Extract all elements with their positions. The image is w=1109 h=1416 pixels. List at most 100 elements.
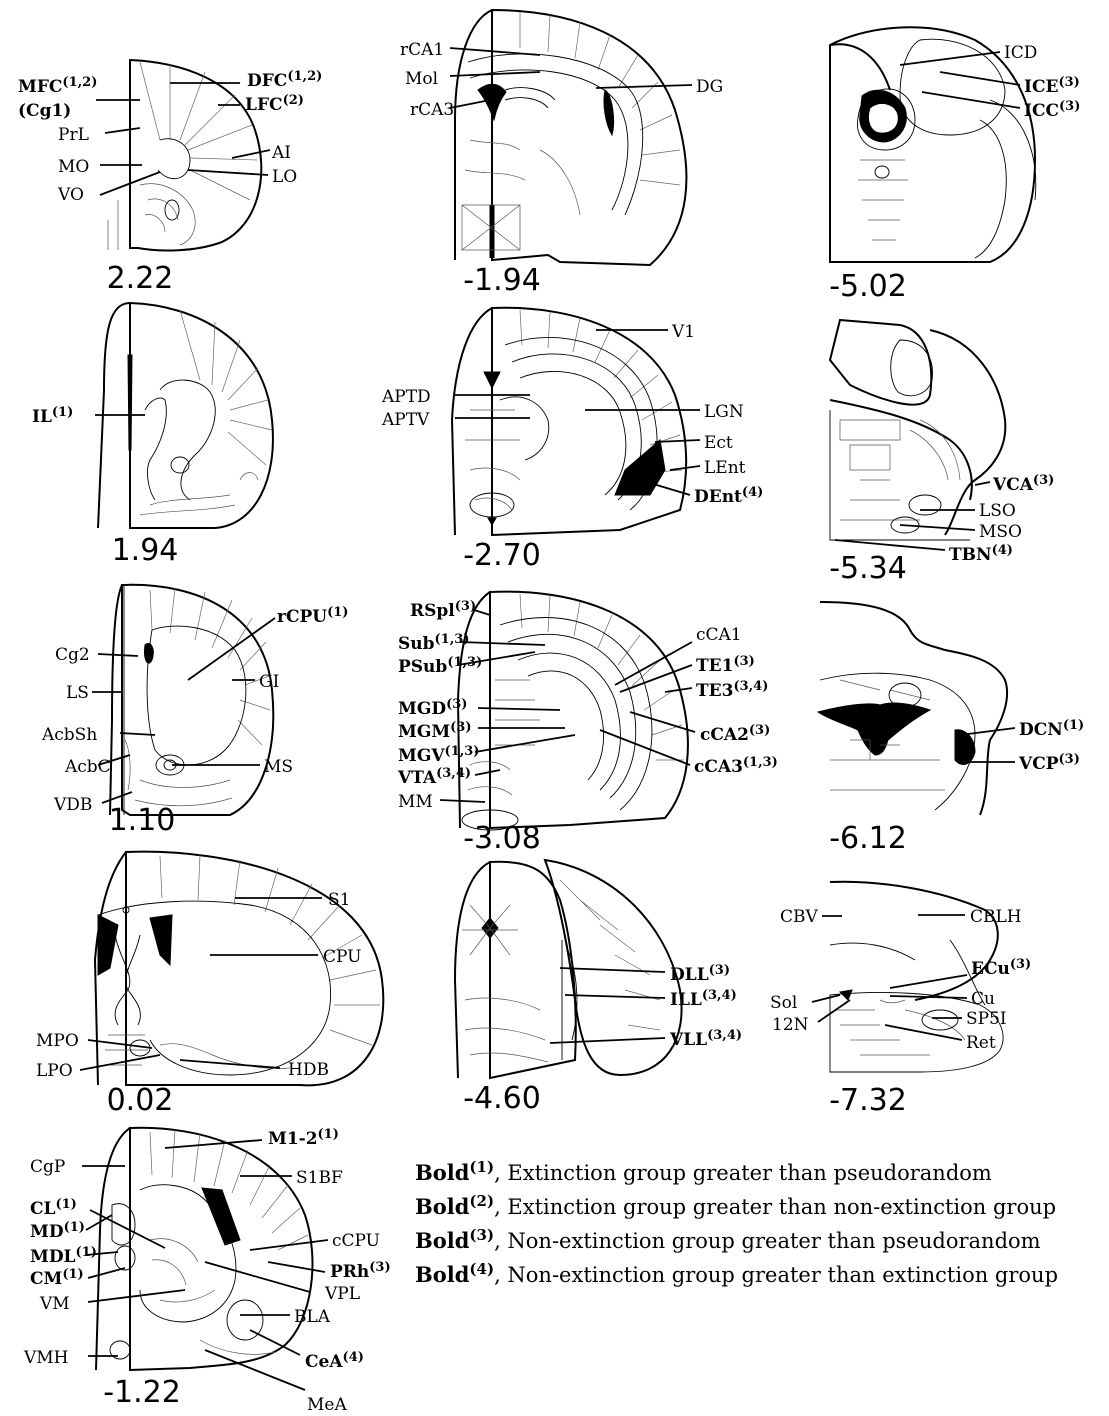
region-label-mso: MSO	[979, 522, 1022, 542]
bregma-coordinate: 1.94	[112, 533, 179, 568]
region-label-mol: Mol	[405, 69, 438, 89]
region-label-vca: VCA(3)	[992, 473, 1054, 495]
bregma-coordinate: -1.94	[463, 263, 541, 298]
region-label-lso: LSO	[979, 501, 1016, 521]
region-label-hdb: HDB	[288, 1060, 329, 1080]
region-label-lfc: LFC(2)	[245, 93, 304, 115]
region-label-vo: VO	[57, 185, 84, 205]
region-label-s1bf: S1BF	[296, 1168, 343, 1188]
region-label-lent: LEnt	[704, 458, 746, 478]
region-label-cl: CL(1)	[30, 1197, 77, 1219]
region-label-dg: DG	[696, 77, 723, 97]
region-label-rca3: rCA3	[410, 100, 454, 120]
region-label-ecu: ECu(3)	[971, 957, 1031, 979]
region-label-vmh: VMH	[23, 1348, 69, 1368]
region-label-mm: MM	[398, 792, 433, 812]
region-label-vpl: VPL	[324, 1284, 360, 1304]
section-minus-3-08	[458, 592, 688, 830]
legend-item-1: Bold(1), Extinction group greater than p…	[415, 1158, 992, 1185]
region-label-mgv: MGV(1,3)	[398, 744, 479, 766]
section-0-02	[95, 852, 383, 1086]
region-label-rca1: rCA1	[400, 40, 444, 60]
bregma-coordinate: 2.22	[107, 261, 174, 296]
region-label-il: IL(1)	[32, 405, 73, 427]
region-label-cu: Cu	[971, 989, 995, 1009]
region-label-lpo: LPO	[36, 1061, 73, 1081]
region-label-lgn: LGN	[704, 402, 744, 422]
region-label-vll: VLL(3,4)	[669, 1028, 742, 1050]
region-label-cpu: CPU	[323, 947, 361, 967]
region-label-rspl: RSpl(3)	[410, 599, 476, 621]
region-label-gi: GI	[259, 672, 279, 692]
section-minus-6-12	[818, 602, 1007, 815]
section-1-10	[110, 585, 273, 815]
region-label-cca3: cCA3(1,3)	[694, 755, 778, 777]
bregma-coordinate: -5.34	[829, 551, 907, 586]
region-label-psub: PSub(1,3)	[398, 655, 482, 677]
bregma-coordinate: -1.22	[103, 1375, 181, 1410]
region-label-ccpu: cCPU	[332, 1231, 380, 1251]
region-label-cbv: CBV	[780, 907, 819, 927]
region-label-12n: 12N	[772, 1015, 809, 1035]
region-label-cca2: cCA2(3)	[700, 723, 770, 745]
region-label-m1-2: M1-2(1)	[268, 1127, 339, 1149]
region-label-sp5i: SP5I	[966, 1009, 1007, 1029]
region-label-vm: VM	[39, 1294, 70, 1314]
region-label-md: MD(1)	[30, 1220, 85, 1242]
legend-item-4: Bold(4), Non-extinction group greater th…	[415, 1260, 1058, 1287]
section-minus-1-94	[455, 10, 686, 265]
region-label-mgm: MGM(3)	[398, 720, 472, 742]
region-label-mea: MeA	[307, 1395, 347, 1415]
region-label-cea: CeA(4)	[305, 1350, 364, 1372]
region-label-aptv: APTV	[381, 410, 430, 430]
region-label-cgp: CgP	[30, 1157, 65, 1177]
region-label-prh: PRh(3)	[330, 1260, 391, 1282]
region-label-rcpu: rCPU(1)	[277, 605, 348, 627]
region-label-cg1: (Cg1)	[18, 101, 71, 121]
region-label-cg2: Cg2	[55, 645, 90, 665]
region-label-acbsh: AcbSh	[41, 725, 97, 745]
region-label-prl: PrL	[58, 125, 89, 145]
section-minus-1-22	[96, 1128, 312, 1370]
bregma-coordinate: -7.32	[829, 1083, 907, 1118]
legend-item-3: Bold(3), Non-extinction group greater th…	[415, 1226, 1041, 1253]
region-label-icd: ICD	[1004, 43, 1037, 63]
region-label-ai: AI	[271, 143, 291, 163]
region-label-ms: MS	[264, 757, 293, 777]
region-label-v1: V1	[671, 322, 695, 342]
region-label-vdb: VDB	[53, 795, 92, 815]
region-label-ret: Ret	[966, 1033, 996, 1053]
region-label-dfc: DFC(1,2)	[247, 69, 322, 91]
bregma-coordinate: 1.10	[109, 803, 176, 838]
region-label-te3: TE3(3,4)	[696, 679, 768, 701]
bregma-coordinate: -5.02	[829, 269, 907, 304]
region-label-cm: CM(1)	[30, 1267, 84, 1289]
section-2-22	[108, 60, 261, 250]
region-label-tbn: TBN(4)	[949, 543, 1013, 565]
region-label-cblh: CBLH	[970, 907, 1022, 927]
region-label-icc: ICC(3)	[1024, 99, 1080, 121]
region-label-lo: LO	[272, 167, 297, 187]
region-label-dcn: DCN(1)	[1019, 718, 1084, 740]
section-minus-2-70	[452, 308, 686, 535]
region-label-acbc: AcbC	[64, 757, 111, 777]
legend-item-2: Bold(2), Extinction group greater than n…	[415, 1192, 1056, 1219]
legend: Bold(1), Extinction group greater than p…	[415, 1158, 1058, 1287]
region-label-vcp: VCP(3)	[1018, 752, 1080, 774]
bregma-coordinate: 0.02	[107, 1083, 174, 1118]
region-label-aptd: APTD	[381, 387, 431, 407]
region-label-te1: TE1(3)	[696, 654, 755, 676]
region-label-mpo: MPO	[36, 1031, 79, 1051]
region-label-ect: Ect	[704, 433, 733, 453]
region-label-ill: ILL(3,4)	[670, 988, 737, 1010]
region-label-s1: S1	[328, 890, 350, 910]
region-label-bla: BLA	[294, 1307, 331, 1327]
region-label-sol: Sol	[770, 993, 797, 1013]
bregma-coordinate: -3.08	[463, 821, 541, 856]
region-label-mdl: MDL(1)	[30, 1245, 97, 1267]
region-label-cca1: cCA1	[696, 625, 742, 645]
bregma-coordinate: -6.12	[829, 821, 907, 856]
region-label-mgd: MGD(3)	[398, 697, 467, 719]
region-label-ls: LS	[66, 683, 89, 703]
